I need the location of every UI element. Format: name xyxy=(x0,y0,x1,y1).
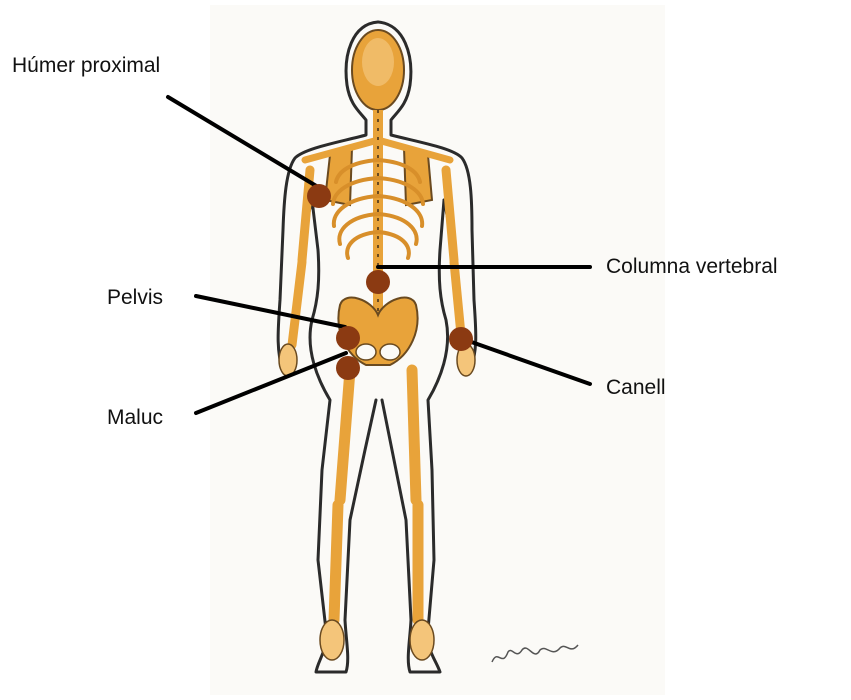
label-canell: Canell xyxy=(606,377,666,398)
marker-columna xyxy=(366,270,390,294)
label-columna-vertebral: Columna vertebral xyxy=(606,256,778,277)
label-pelvis: Pelvis xyxy=(107,287,163,308)
label-humer-proximal: Húmer proximal xyxy=(12,55,160,76)
marker-maluc xyxy=(336,356,360,380)
marker-pelvis xyxy=(336,326,360,350)
label-maluc: Maluc xyxy=(107,407,163,428)
marker-canell xyxy=(449,327,473,351)
marker-humer xyxy=(307,184,331,208)
